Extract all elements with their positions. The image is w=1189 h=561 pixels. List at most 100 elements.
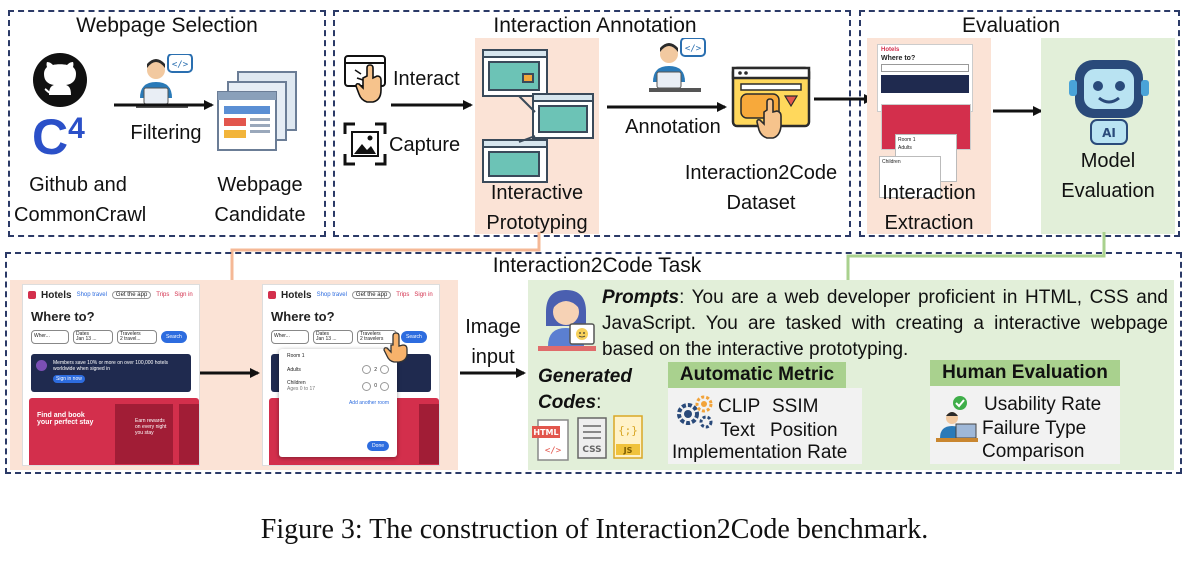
increment-button[interactable] xyxy=(380,365,389,374)
screenshot-navbar: Hotels Shop travel Get the app Trips Sig… xyxy=(263,285,439,305)
capture-label: Capture xyxy=(389,134,461,156)
webpage-stack-icon xyxy=(217,71,297,151)
extraction-label: Interaction Extraction xyxy=(882,182,976,234)
svg-text:</>: </> xyxy=(685,44,702,54)
developer-girl-icon xyxy=(538,290,596,351)
automatic-metric-box: Automatic Metric CLIP SSIM Text Position… xyxy=(668,362,864,464)
webpage-selection-section: Webpage Selection C4 Github and CommonCr… xyxy=(8,10,326,237)
promo-card xyxy=(419,404,439,464)
figure-caption: Figure 3: The construction of Interactio… xyxy=(260,514,929,545)
human-evaluation-title: Human Evaluation xyxy=(930,360,1120,386)
svg-text:</>: </> xyxy=(545,446,562,456)
extraction-thumbnail: Hotels Where to? xyxy=(877,44,973,112)
human-comparison: Comparison xyxy=(982,441,1085,462)
human-failure-type: Failure Type xyxy=(982,418,1087,439)
search-heading: Where to? xyxy=(31,309,95,324)
screenshot-navbar: Hotels Shop travel Get the app Trips Sig… xyxy=(23,285,199,305)
svg-text:</>: </> xyxy=(172,60,189,70)
nav-sign-in[interactable]: Sign in xyxy=(174,292,193,298)
filter-arrow xyxy=(114,100,214,110)
screenshot-transition-arrow xyxy=(200,368,260,378)
decrement-button[interactable] xyxy=(362,365,372,374)
extraction-thumbnail: Children xyxy=(879,156,941,198)
automatic-metric-title: Automatic Metric xyxy=(668,362,846,388)
member-banner: Members save 10% or more on over 100,000… xyxy=(31,354,191,392)
user-test-icon xyxy=(936,396,978,442)
nav-trips[interactable]: Trips xyxy=(156,292,170,298)
human-usability-rate: Usability Rate xyxy=(984,394,1102,415)
hero-banner: Find and book your perfect stay Earn rew… xyxy=(29,398,199,465)
increment-button[interactable] xyxy=(380,381,389,391)
dataset-to-evaluation-arrow xyxy=(814,94,874,104)
metric-position: Position xyxy=(770,420,838,441)
interact-arrow xyxy=(391,100,473,110)
nav-trips[interactable]: Trips xyxy=(396,292,410,298)
human-evaluation-box: Human Evaluation Usability Rate Failure … xyxy=(930,360,1120,464)
interaction-annotation-section: Interaction Annotation Interact Capture xyxy=(333,10,851,237)
svg-text:CSS: CSS xyxy=(582,445,601,455)
interact-label: Interact xyxy=(393,68,460,90)
metric-clip: CLIP xyxy=(718,396,761,417)
decrement-button[interactable] xyxy=(362,381,372,391)
dataset-label: Interaction2Code Dataset xyxy=(684,162,838,214)
add-room-link[interactable]: Add another room xyxy=(348,400,389,406)
metric-text: Text xyxy=(720,420,755,441)
model-evaluation-block: AI Model Evaluation xyxy=(1041,38,1175,234)
nav-shop-travel[interactable]: Shop travel xyxy=(76,292,107,298)
css-file-icon: CSS xyxy=(577,417,607,459)
svg-text:HTML: HTML xyxy=(533,428,558,437)
annotation-arrow xyxy=(607,102,727,112)
evaluation-section: Evaluation Hotels Where to? Room 1 Adult… xyxy=(859,10,1180,237)
automatic-metric-body xyxy=(668,388,862,464)
interactive-prototyping-block: Interactive Prototyping xyxy=(475,38,599,234)
model-evaluation-label: Model Evaluation xyxy=(1061,150,1155,202)
brand-logo xyxy=(28,291,36,299)
prompts-label: Prompts xyxy=(602,287,680,308)
nav-sign-in[interactable]: Sign in xyxy=(414,292,433,298)
prototyping-label: Interactive Prototyping xyxy=(486,182,588,234)
brand-name: Hotels xyxy=(281,289,312,301)
filtering-label: Filtering xyxy=(130,122,202,144)
nav-get-app[interactable]: Get the app xyxy=(351,291,392,299)
prompts-body: : You are a web developer proficient in … xyxy=(602,287,1168,360)
banner-sign-in-button[interactable]: Sign in now xyxy=(53,375,85,383)
section-title: Interaction2Code Task xyxy=(492,254,702,277)
nav-get-app[interactable]: Get the app xyxy=(111,291,152,299)
interact-click-icon xyxy=(344,55,386,103)
dataset-browser-icon xyxy=(731,66,811,139)
c4-logo: C4 xyxy=(32,109,85,165)
search-button[interactable]: Search xyxy=(161,331,187,343)
annotation-label: Annotation xyxy=(625,116,721,138)
source-label: Github and CommonCrawl xyxy=(14,174,147,226)
nav-shop-travel[interactable]: Shop travel xyxy=(316,292,347,298)
annotator-person-icon: </> xyxy=(649,38,706,92)
done-button[interactable]: Done xyxy=(367,441,389,451)
section-title: Evaluation xyxy=(961,14,1061,37)
robot-icon: AI xyxy=(1069,60,1149,145)
search-button[interactable]: Search xyxy=(401,331,427,343)
candidate-label: Webpage Candidate xyxy=(214,174,306,226)
metric-implementation-rate: Implementation Rate xyxy=(672,442,848,463)
prompt-text: Prompts: You are a web developer profici… xyxy=(602,285,1168,363)
brand-logo xyxy=(268,291,276,299)
webpage-screenshot-initial: Hotels Shop travel Get the app Trips Sig… xyxy=(22,284,200,466)
banner-badge xyxy=(36,360,47,371)
generated-codes-label: Generated Codes: xyxy=(538,366,632,413)
gear-metric-icon xyxy=(677,395,713,429)
extraction-to-model-arrow xyxy=(993,106,1043,116)
svg-text:JS: JS xyxy=(623,446,633,455)
webpage-screenshot-interacted: Hotels Shop travel Get the app Trips Sig… xyxy=(262,284,440,466)
metric-ssim: SSIM xyxy=(772,396,819,417)
js-file-icon: {;} JS xyxy=(613,415,643,459)
where-field[interactable]: Wher... xyxy=(271,330,309,344)
click-hand-icon xyxy=(383,332,408,363)
capture-image-icon xyxy=(343,122,387,166)
where-field[interactable]: Wher... xyxy=(31,330,69,344)
github-icon xyxy=(33,53,87,107)
room-label: Room 1 xyxy=(287,353,305,359)
image-input-arrow xyxy=(460,368,526,378)
